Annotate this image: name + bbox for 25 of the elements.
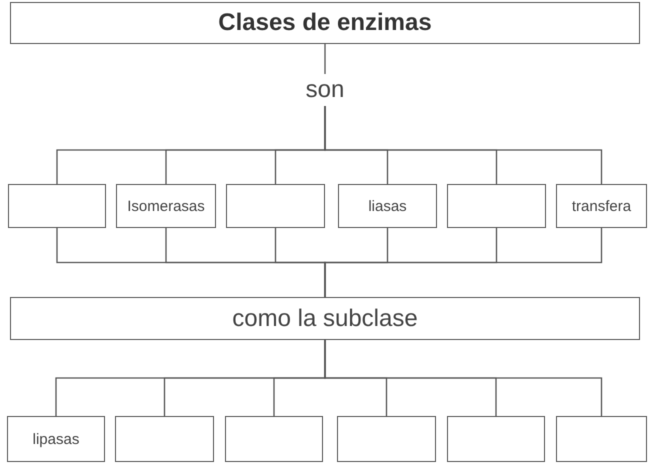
box-label: transfera [572,198,632,214]
blank-box [225,416,323,462]
connector-line [324,106,602,184]
linking-phrase-box [10,297,640,340]
connector-word: son [306,76,344,104]
connector-line [324,44,326,74]
title-box [10,2,640,44]
enzyme-class-box [556,184,647,228]
blank-box [447,416,545,462]
enzyme-class-box [338,184,437,228]
blank-box [226,184,325,228]
connector-line [324,228,602,297]
blank-box [8,184,106,228]
box-label: liasas [368,198,407,214]
box-label: Isomerasas [127,198,205,214]
connector-line [324,340,602,416]
box-label: lipasas [32,430,80,448]
blank-box [447,184,546,228]
blank-box [337,416,436,462]
enzyme-class-box [116,184,216,228]
subclass-box [7,416,105,462]
box-label: Clases de enzimas [218,9,432,37]
blank-box [556,416,647,462]
blank-box [115,416,214,462]
box-label: como la subclase [232,304,418,332]
